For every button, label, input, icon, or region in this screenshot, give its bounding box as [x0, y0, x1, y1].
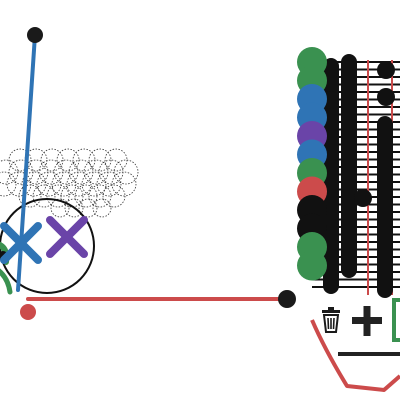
bubble-mark: [111, 171, 137, 197]
bubble-mark: [46, 184, 70, 208]
line-start-handle[interactable]: [20, 304, 36, 320]
bubble-cluster-drawing: [0, 148, 139, 218]
swatch-green[interactable]: [297, 250, 327, 281]
black-dot-mark: [377, 61, 395, 79]
bubble-mark: [32, 184, 56, 208]
bubble-mark: [104, 148, 128, 172]
frame-icon[interactable]: [392, 298, 400, 342]
bubble-mark: [88, 148, 112, 172]
bubble-mark: [66, 171, 92, 197]
bubble-mark: [64, 198, 84, 218]
bubble-mark: [40, 148, 64, 172]
bubble-mark: [113, 159, 139, 185]
green-arc-mark-lower: [0, 268, 13, 295]
black-dot-mark: [377, 88, 395, 106]
bubble-mark: [51, 171, 77, 197]
bubble-mark: [96, 171, 122, 197]
bubble-mark: [8, 148, 32, 172]
line-endpoint-handle[interactable]: [27, 27, 43, 43]
bubble-mark: [102, 184, 126, 208]
trash-icon[interactable]: [322, 307, 340, 333]
purple-x-mark[interactable]: [46, 216, 88, 258]
ladder-panel: [312, 54, 400, 298]
bubble-mark: [81, 171, 107, 197]
bubble-mark: [36, 171, 62, 197]
color-palette[interactable]: [297, 47, 327, 281]
bubble-mark: [18, 184, 42, 208]
blue-x-mark[interactable]: [0, 222, 42, 264]
bubble-mark: [78, 198, 98, 218]
bubble-mark: [88, 184, 112, 208]
bubble-mark: [21, 171, 47, 197]
black-dot-mark: [354, 189, 372, 207]
bubble-mark: [0, 171, 17, 197]
plus-icon[interactable]: [352, 306, 382, 336]
bubble-mark: [74, 184, 98, 208]
red-curve-mark: [310, 319, 400, 392]
circle-shape[interactable]: [0, 198, 95, 294]
line-end-handle[interactable]: [278, 290, 296, 308]
bubble-mark: [50, 198, 70, 218]
bubble-mark: [92, 198, 112, 218]
bubble-mark: [60, 184, 84, 208]
